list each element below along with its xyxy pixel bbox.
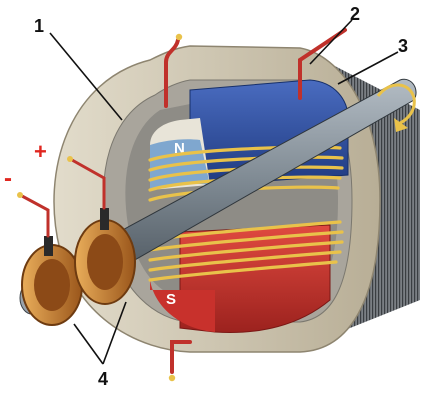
south-pole-label: S — [166, 291, 176, 308]
brush-back — [100, 208, 109, 230]
north-pole-label: N — [174, 140, 185, 157]
rotation-arrow-icon — [376, 83, 416, 132]
brush-front — [44, 236, 53, 256]
brush-leads — [17, 156, 106, 238]
positive-terminal-sign: + — [34, 139, 47, 164]
field-leads — [164, 28, 347, 374]
slip-ring-back — [74, 219, 136, 305]
negative-terminal-sign: - — [4, 165, 12, 192]
label-part-4: 4 — [98, 369, 108, 389]
slip-ring-front — [21, 244, 83, 326]
leader-lines — [49, 19, 399, 365]
label-part-3: 3 — [398, 36, 408, 56]
label-part-2: 2 — [350, 4, 360, 24]
label-part-1: 1 — [34, 16, 44, 36]
